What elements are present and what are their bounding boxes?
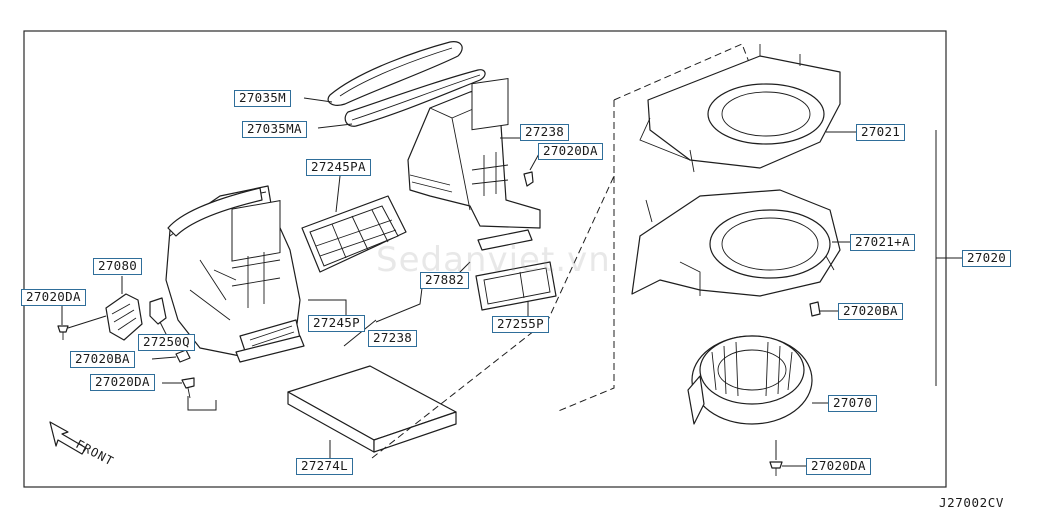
filter-cover-27255p <box>475 261 557 311</box>
cabin-filter-27274l <box>287 365 457 458</box>
callout-27238-mid[interactable]: 27238 <box>368 330 418 347</box>
blower-motor-27070 <box>687 335 828 425</box>
reference-code: J27002CV <box>939 495 1005 510</box>
callout-27020da-top[interactable]: 27020DA <box>538 143 603 160</box>
clip-27020ba-right <box>809 301 838 317</box>
heater-unit-housing <box>165 185 305 363</box>
callout-27035ma[interactable]: 27035MA <box>242 121 307 138</box>
callout-27250q[interactable]: 27250Q <box>138 334 195 351</box>
seal-27035ma <box>344 69 486 127</box>
callout-27021-a[interactable]: 27021+A <box>850 234 915 251</box>
screw-27020da-right <box>769 440 806 476</box>
screw-27020da-left <box>57 306 107 340</box>
callout-27080[interactable]: 27080 <box>93 258 143 275</box>
callout-27020da-left[interactable]: 27020DA <box>21 289 86 306</box>
heater-core-27245pa <box>301 195 407 273</box>
diagram-frame <box>23 30 947 488</box>
callout-27245p[interactable]: 27245P <box>308 315 365 332</box>
screw-27020da-low <box>162 377 217 411</box>
callout-27255p[interactable]: 27255P <box>492 316 549 333</box>
seal-27035m <box>327 41 463 106</box>
callout-27035m[interactable]: 27035M <box>234 90 291 107</box>
resistor-27250q <box>149 297 169 339</box>
callout-27070[interactable]: 27070 <box>828 395 878 412</box>
callout-27020ba-right[interactable]: 27020BA <box>838 303 903 320</box>
upper-case-27238 <box>407 78 541 251</box>
callout-27020da-right[interactable]: 27020DA <box>806 458 871 475</box>
callout-27238-top[interactable]: 27238 <box>520 124 570 141</box>
actuator-27080 <box>105 276 143 341</box>
callout-27020[interactable]: 27020 <box>962 250 1012 267</box>
blower-lower-case-27021a <box>631 189 850 297</box>
callout-27274l[interactable]: 27274L <box>296 458 353 475</box>
callout-27020da-low[interactable]: 27020DA <box>90 374 155 391</box>
callout-27021[interactable]: 27021 <box>856 124 906 141</box>
front-arrow-icon <box>49 421 87 455</box>
callout-27245pa[interactable]: 27245PA <box>306 159 371 176</box>
blower-upper-case-27021 <box>639 44 856 173</box>
callout-27020ba-left[interactable]: 27020BA <box>70 351 135 368</box>
watermark: Sedanviet.vn <box>376 240 611 280</box>
clip-27020ba-left <box>151 349 191 363</box>
callout-27882[interactable]: 27882 <box>420 272 470 289</box>
